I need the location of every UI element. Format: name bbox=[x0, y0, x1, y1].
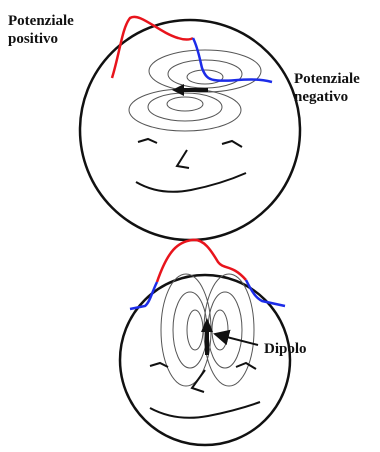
head-top-outline bbox=[80, 20, 300, 240]
negative-potential-curve-bottom-left bbox=[130, 282, 157, 309]
positive-potential-label-line1: Potenziale bbox=[8, 12, 74, 30]
negative-potential-label-line2: negativo bbox=[294, 88, 360, 106]
positive-potential-label-line2: positivo bbox=[8, 30, 74, 48]
pointer-arrow-icon bbox=[215, 334, 258, 345]
face-bottom bbox=[150, 363, 260, 418]
positive-potential-label: Potenziale positivo bbox=[8, 12, 74, 48]
negative-potential-label: Potenziale negativo bbox=[294, 70, 360, 106]
negative-potential-curve-bottom-right bbox=[246, 280, 285, 306]
negative-potential-label-line1: Potenziale bbox=[294, 70, 360, 88]
dipole-label: Dipolo bbox=[264, 340, 307, 358]
positive-potential-curve-top bbox=[112, 17, 193, 78]
head-top bbox=[80, 17, 300, 240]
face-top bbox=[136, 139, 246, 192]
